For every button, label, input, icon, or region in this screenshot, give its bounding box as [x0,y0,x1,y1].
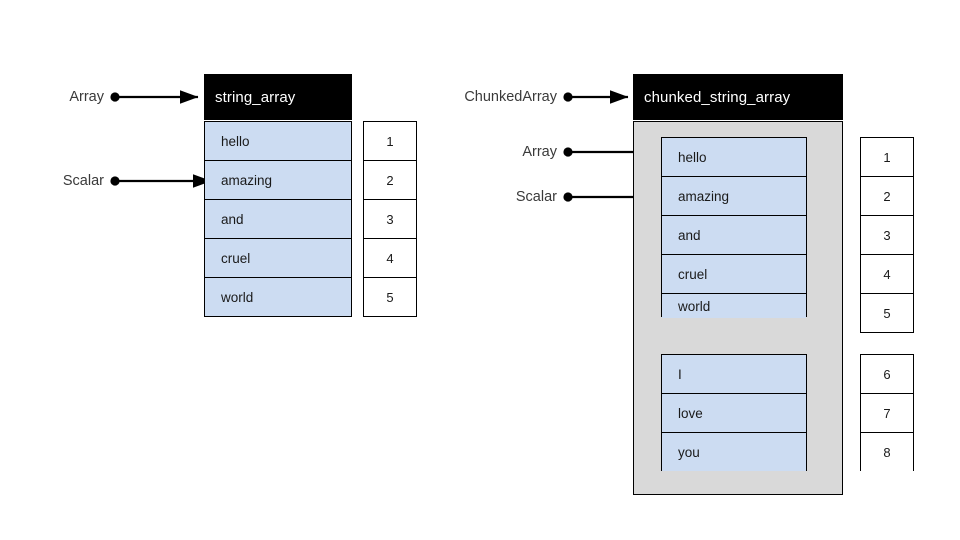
left-value-cell: hello [205,122,351,161]
arrow-left-array [110,90,199,104]
chunk-0-index-cell: 1 [861,138,913,177]
left-index-cell: 2 [364,161,416,200]
chunk-0-value-stack: hello amazing and cruel world [661,137,807,318]
chunk-0-index-stack: 1 2 3 4 5 [860,137,914,333]
chunked-array-container: hello amazing and cruel world I love you [633,121,843,495]
chunk-0-index-cell: 5 [861,294,913,332]
left-panel-value-stack: hello amazing and cruel world [204,121,352,317]
left-value-cell: cruel [205,239,351,278]
left-index-cell: 1 [364,122,416,161]
chunk-1-value-stack: I love you [661,354,807,471]
chunk-1-index-cell: 6 [861,355,913,394]
chunk-1-value-cell: you [662,433,806,471]
annotation-label-scalar-left: Scalar [62,173,104,189]
left-panel-index-stack: 1 2 3 4 5 [363,121,417,317]
left-value-cell: and [205,200,351,239]
left-panel-header: string_array [204,74,352,120]
arrow-right-chunkedarray [563,90,629,104]
annotation-label-array-right: Array [522,144,557,160]
chunk-1-value-cell: love [662,394,806,433]
chunk-1-index-cell: 8 [861,433,913,471]
chunk-0-value-cell: and [662,216,806,255]
chunk-0-value-cell: amazing [662,177,806,216]
annotation-label-scalar-right: Scalar [515,189,557,205]
chunk-0-value-cell: cruel [662,255,806,294]
annotation-label-array-left: Array [69,89,104,105]
left-index-cell: 5 [364,278,416,316]
chunk-1-value-cell: I [662,355,806,394]
arrow-left-scalar [110,174,212,188]
chunk-0-index-cell: 4 [861,255,913,294]
left-index-cell: 4 [364,239,416,278]
left-value-cell: world [205,278,351,316]
right-panel-header: chunked_string_array [633,74,843,120]
chunk-0-value-cell: hello [662,138,806,177]
left-index-cell: 3 [364,200,416,239]
chunk-0-index-cell: 2 [861,177,913,216]
chunk-0-index-cell: 3 [861,216,913,255]
chunk-1-index-cell: 7 [861,394,913,433]
chunk-0-value-cell: world [662,294,806,318]
left-value-cell: amazing [205,161,351,200]
chunk-1-index-stack: 6 7 8 [860,354,914,471]
annotation-label-chunkedarray: ChunkedArray [464,89,557,105]
